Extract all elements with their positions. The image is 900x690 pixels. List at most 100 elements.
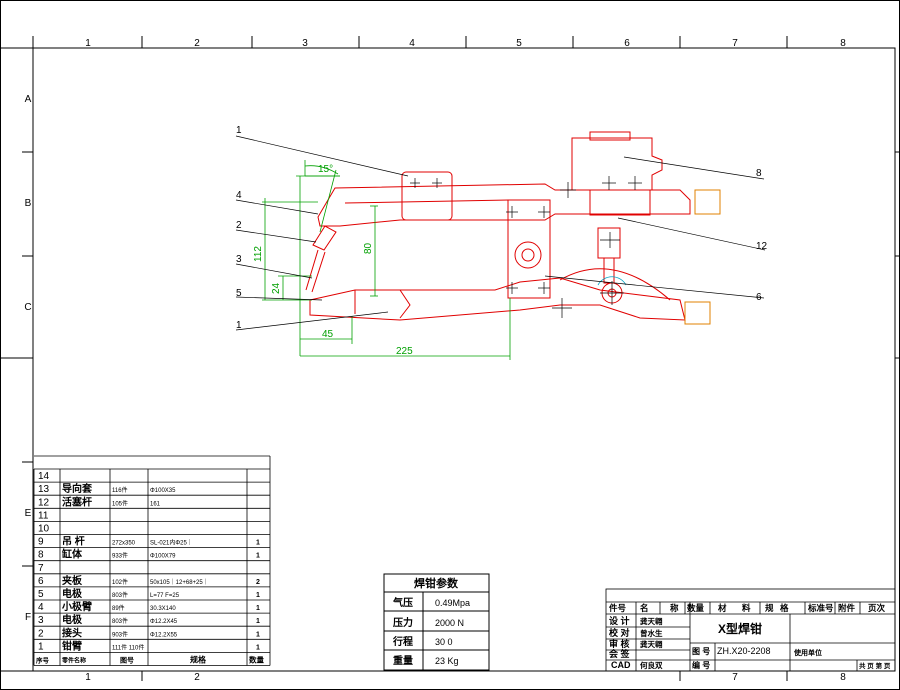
row-label: F — [25, 612, 31, 623]
col-label: 5 — [516, 38, 522, 49]
callout-6: 6 — [756, 292, 762, 303]
tb-header-name2: 称 — [670, 603, 679, 613]
part-number: 13 — [38, 484, 50, 495]
callout-4: 4 — [236, 190, 242, 201]
col-label: 4 — [409, 38, 415, 49]
part-drawing-no: 933件 — [112, 552, 128, 560]
part-name: 电极 — [62, 613, 83, 626]
part-drawing-no: 111件 110件 — [112, 643, 144, 651]
part-drawing-no: 105件 — [112, 499, 128, 507]
part-qty: 1 — [256, 644, 260, 651]
tb-header-attach: 附件 — [838, 603, 856, 613]
col-label: 7 — [732, 672, 738, 683]
row-label: A — [25, 94, 32, 105]
dim-height-24: 24 — [271, 282, 282, 294]
part-number: 5 — [38, 589, 44, 600]
part-drawing-no: 803件 — [112, 617, 128, 625]
col-label: 2 — [194, 672, 200, 683]
tb-header-mat: 材 — [717, 603, 727, 613]
param-label: 行程 — [392, 635, 413, 648]
part-number: 2 — [38, 628, 44, 639]
tb-header-partno: 件号 — [609, 603, 627, 613]
piston-rod — [597, 227, 621, 259]
dim-height-80: 80 — [363, 242, 374, 254]
tb-header-qty: 数量 — [687, 603, 705, 613]
part-qty: 1 — [256, 605, 260, 612]
part-name: 接头 — [62, 626, 82, 639]
part-name: 小极臂 — [61, 600, 92, 613]
part-qty: 1 — [256, 618, 260, 625]
header-no: 序号 — [35, 656, 50, 665]
param-label: 重量 — [393, 654, 413, 667]
param-label: 气压 — [392, 596, 413, 609]
rotation-arc — [597, 276, 627, 286]
part-spec: SL-021内Φ25｜ — [150, 539, 193, 547]
tb-role: 审 核 — [609, 638, 630, 649]
part-number: 12 — [38, 497, 50, 508]
part-number: 1 — [38, 641, 44, 652]
tb-header-spec: 规 — [765, 603, 774, 613]
dim-width-225: 225 — [396, 346, 413, 357]
part-qty: 2 — [256, 579, 260, 586]
drawing-no-label: 图 号 — [692, 647, 710, 656]
part-name: 电极 — [62, 587, 83, 600]
part-number: 6 — [38, 576, 44, 587]
header-qty: 数量 — [249, 655, 264, 665]
welding-params-table — [383, 573, 490, 671]
pages-label: 共 页 第 页 — [859, 661, 891, 670]
tb-header-standard: 标准号 — [807, 603, 834, 613]
tb-header-mat2: 料 — [742, 603, 751, 613]
header-spec: 规格 — [190, 655, 207, 665]
col-label: 1 — [85, 672, 91, 683]
tb-person: 龚天翱 — [640, 639, 663, 649]
title-block — [605, 588, 896, 672]
row-label: B — [25, 198, 32, 209]
tb-role: 校 对 — [609, 627, 630, 638]
cylinder-tube — [589, 189, 651, 216]
part-qty: 1 — [256, 592, 260, 599]
col-label: 1 — [85, 38, 91, 49]
part-number: 10 — [38, 524, 50, 535]
dimension-lines — [262, 160, 511, 360]
border-column-labels: 1 2 3 4 5 6 7 8 1 2 7 8 — [85, 38, 846, 683]
part-number: 9 — [38, 537, 44, 548]
part-spec: L=77 F=25 — [150, 593, 180, 599]
param-label: 压力 — [393, 616, 413, 629]
part-number: 3 — [38, 615, 44, 626]
param-value: 23 Kg — [435, 656, 459, 666]
welding-gun-assembly — [305, 131, 721, 325]
col-label: 8 — [840, 672, 846, 683]
clamp-plate — [507, 199, 551, 299]
part-name: 缸体 — [61, 548, 83, 561]
drawing-title: X型焊钳 — [718, 621, 762, 636]
part-qty: 1 — [256, 540, 260, 547]
callout-8: 8 — [756, 168, 762, 179]
tb-header-spec2: 格 — [780, 603, 789, 613]
tb-header-name: 名 — [640, 603, 649, 613]
part-drawing-no: 903件 — [112, 630, 128, 638]
part-drawing-no: 102件 — [112, 578, 128, 586]
param-value: 2000 N — [435, 618, 464, 628]
user-label: 使用单位 — [793, 648, 822, 657]
col-label: 6 — [624, 38, 630, 49]
lower-sleeve — [684, 301, 711, 325]
arm-clamp — [401, 171, 453, 221]
border-row-labels: A B C E F — [24, 94, 31, 623]
part-name: 夹板 — [62, 574, 83, 587]
param-value: 30 0 — [435, 637, 453, 647]
row-label: E — [25, 508, 32, 519]
tb-person: 何良双 — [640, 660, 663, 670]
upper-arm — [317, 183, 691, 227]
dimension-values: 15° 112 80 24 45 225 — [253, 164, 413, 357]
part-spec: Φ12.2X55 — [150, 632, 178, 638]
part-name: 导向套 — [62, 482, 93, 495]
part-number: 4 — [38, 602, 44, 613]
callout-3: 3 — [236, 254, 242, 265]
tb-role: CAD — [611, 660, 631, 670]
part-number: 8 — [38, 550, 44, 561]
leader-lines — [235, 135, 766, 331]
header-drawing-no: 图号 — [120, 656, 134, 665]
title-block-text: 件号 名 称 数量 材 料 规 格 标准号 附件 页次 设 计 龚天翱 校 对 … — [609, 603, 891, 670]
